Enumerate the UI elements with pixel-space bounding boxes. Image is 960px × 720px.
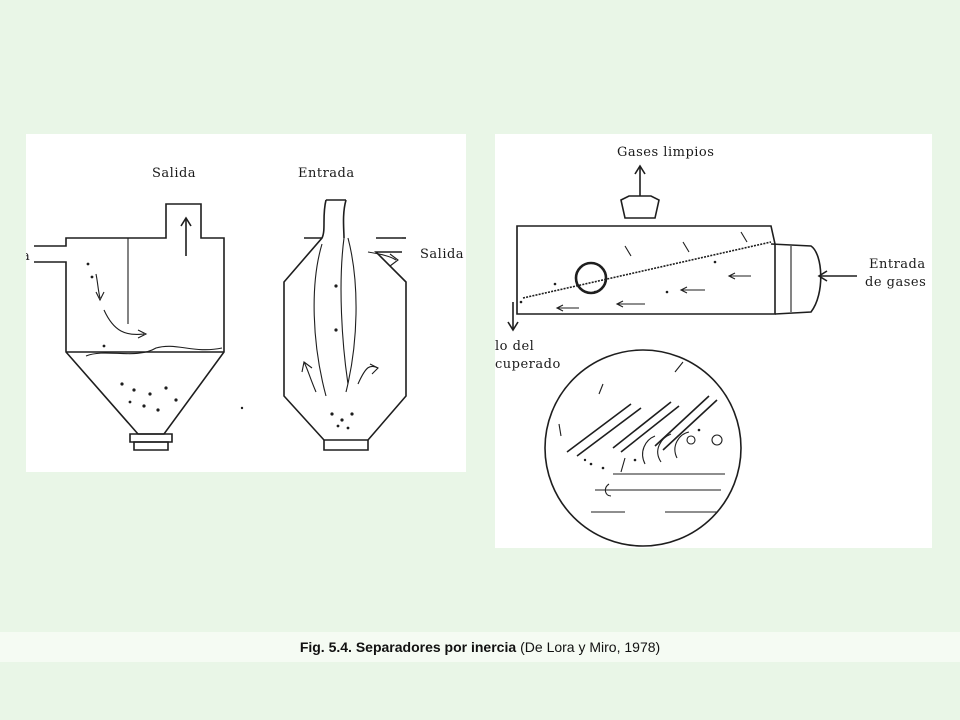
label-cut-left: a xyxy=(26,249,30,264)
label-gas-inlet-line1: Entrada xyxy=(869,257,926,272)
label-outlet-2: Salida xyxy=(420,247,464,262)
label-outlet-1: Salida xyxy=(152,166,196,181)
separator-chamber-1 xyxy=(34,203,225,451)
separator-chamber-2 xyxy=(240,199,407,451)
label-recovered-line1: lo del xyxy=(495,339,534,354)
left-diagram-panel: Salida Entrada Salida a xyxy=(26,134,466,472)
label-clean-gases: Gases limpios xyxy=(617,145,714,160)
detail-highlight-circle xyxy=(574,261,608,295)
caption-title: Fig. 5.4. Separadores por inercia xyxy=(299,639,517,655)
clean-gas-outlet xyxy=(620,164,660,219)
magnified-detail xyxy=(544,349,742,547)
label-inlet: Entrada xyxy=(298,166,355,181)
label-gas-inlet-line2: de gases xyxy=(865,275,926,290)
inertial-separators-drawing: Salida Entrada Salida a xyxy=(26,166,464,451)
figure-caption: Fig. 5.4. Separadores por inercia (De Lo… xyxy=(0,632,960,662)
louver-housing xyxy=(507,225,857,332)
louver-separator-drawing: Gases limpios Entrada de gases lo del cu… xyxy=(495,145,926,547)
label-recovered-line2: cuperado xyxy=(495,357,561,372)
right-diagram-panel: Gases limpios Entrada de gases lo del cu… xyxy=(495,134,932,548)
caption-source: (De Lora y Miro, 1978) xyxy=(520,639,661,655)
